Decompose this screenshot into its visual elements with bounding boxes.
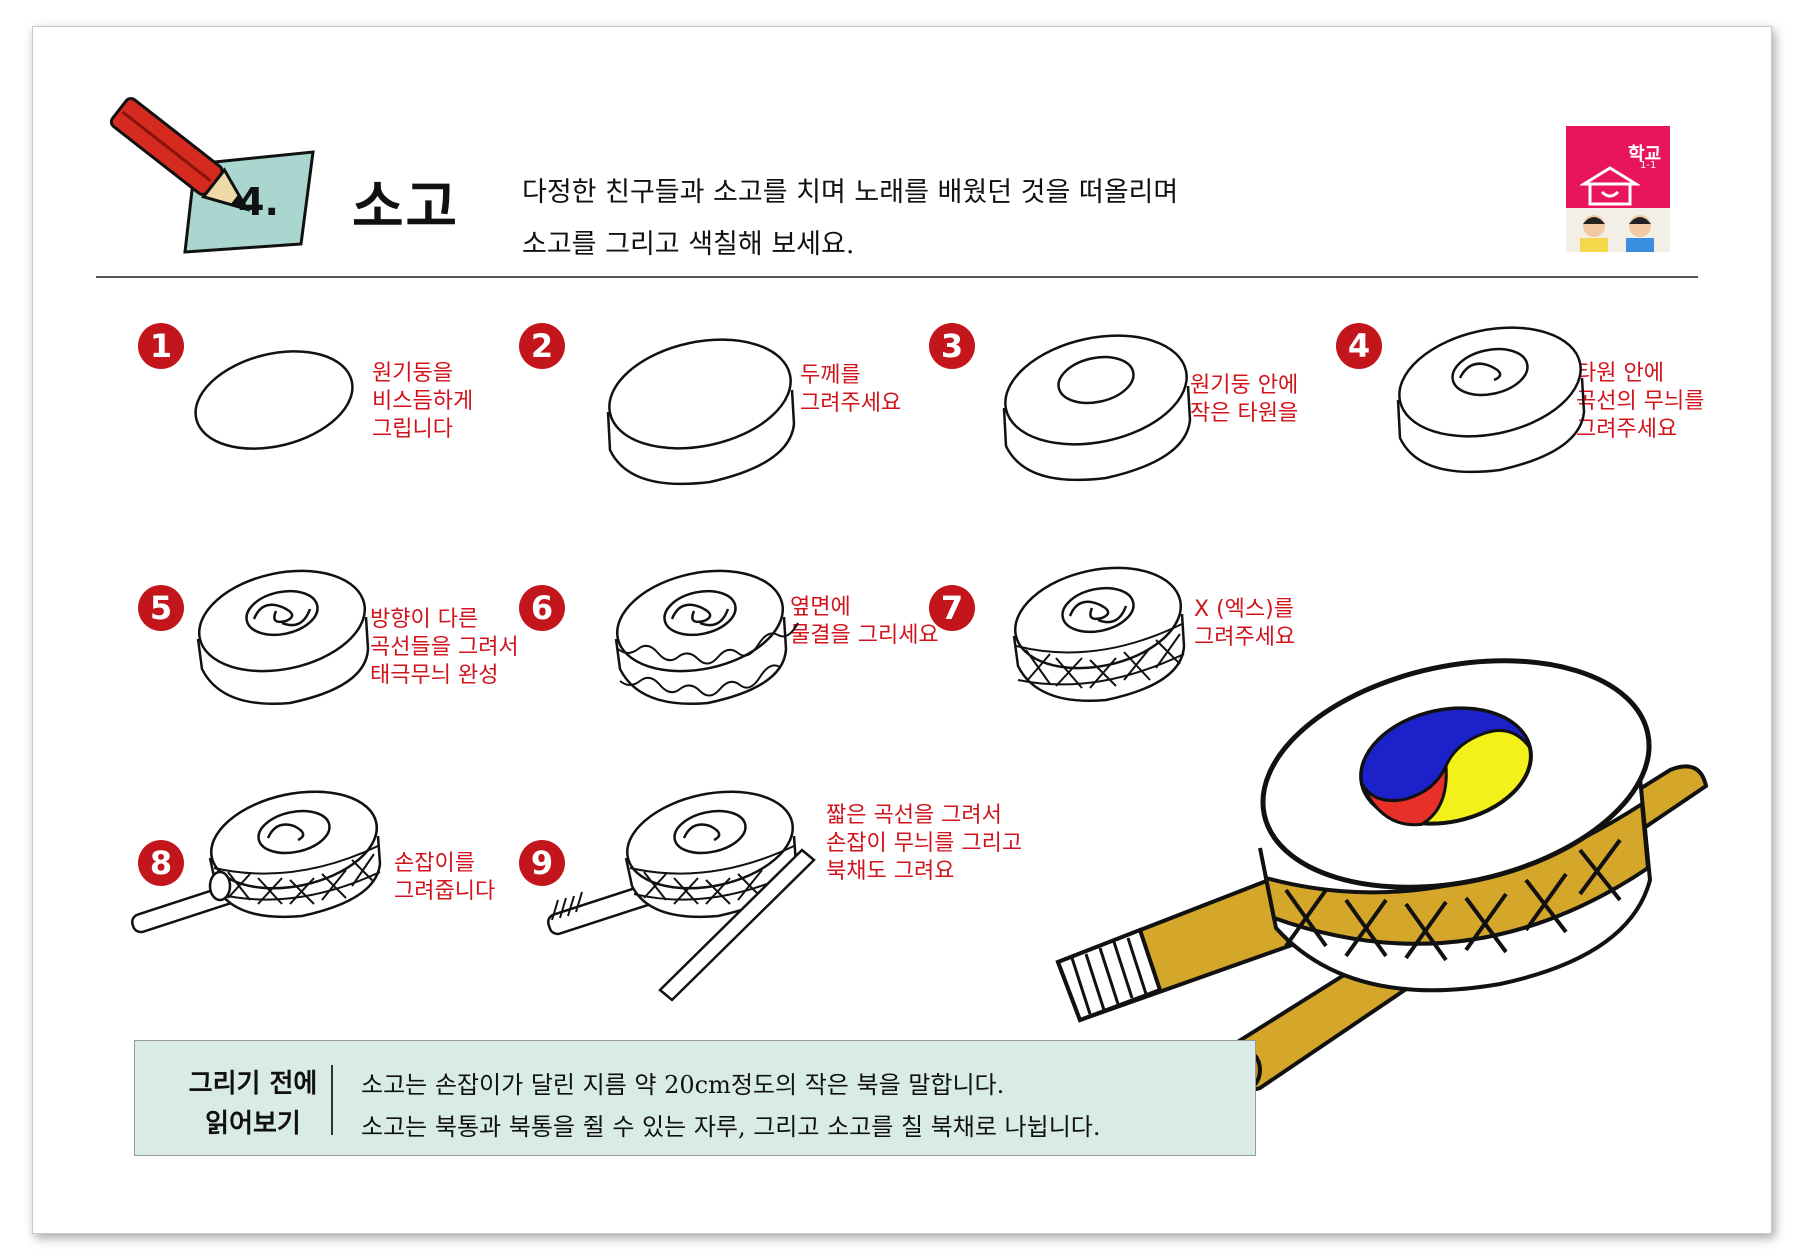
step-3-drawing (1002, 334, 1192, 482)
step-text-3: 원기둥 안에 작은 타원을 (1190, 373, 1299, 426)
step-7-drawing (1012, 566, 1186, 702)
info-label-line-2: 읽어보기 (205, 1109, 301, 1139)
lesson-number: 4. (238, 180, 279, 224)
step-text-6: 옆면에 물결을 그리세요 (790, 595, 939, 648)
step-badge-1: 1 (138, 323, 184, 369)
step-badge-2: 2 (519, 323, 565, 369)
step-badge-5: 5 (138, 585, 184, 631)
instruction-line-2: 소고를 그리고 색칠해 보세요. (522, 229, 855, 260)
colored-sogo-drawing (1055, 658, 1709, 1094)
book-cover-icon: 학교 1-1 (1566, 126, 1670, 252)
info-divider (331, 1065, 333, 1135)
step-1-drawing (194, 350, 354, 450)
step-5-drawing (196, 569, 370, 705)
step-badge-7: 7 (929, 585, 975, 631)
step-text-7: X (엑스)를 그려주세요 (1194, 597, 1296, 650)
book-title: 학교 (1628, 144, 1662, 165)
book-photo (1566, 208, 1670, 252)
step-text-5: 방향이 다른 곡선들을 그려서 태극무늬 완성 (370, 607, 519, 688)
pencil-icon (109, 97, 315, 254)
step-text-9: 짧은 곡선을 그려서 손잡이 무늬를 그리고 북채도 그려요 (826, 803, 1023, 884)
instruction-line-1: 다정한 친구들과 소고를 치며 노래를 배웠던 것을 떠올리며 (522, 177, 1179, 208)
step-2-drawing (606, 338, 796, 486)
step-badge-9: 9 (519, 840, 565, 886)
header-divider (96, 276, 1698, 278)
info-line-2: 소고는 북통과 북통을 쥘 수 있는 자루, 그리고 소고를 칠 북채로 나뉩니… (361, 1113, 1101, 1141)
info-label-line-1: 그리기 전에 (188, 1069, 318, 1099)
step-badge-8: 8 (138, 840, 184, 886)
step-badge-6: 6 (519, 585, 565, 631)
page-title: 소고 (352, 175, 460, 240)
step-text-1: 원기둥을 비스듬하게 그립니다 (372, 361, 474, 442)
info-line-1: 소고는 손잡이가 달린 지름 약 20cm정도의 작은 북을 말합니다. (361, 1071, 1005, 1099)
step-badge-4: 4 (1336, 323, 1382, 369)
step-badge-3: 3 (929, 323, 975, 369)
step-6-drawing (614, 569, 799, 705)
step-9-drawing (546, 790, 816, 1002)
book-subtitle: 1-1 (1640, 160, 1657, 171)
step-text-4: 타원 안에 곡선의 무늬를 그려주세요 (1576, 361, 1705, 442)
info-box: 그리기 전에 읽어보기 소고는 손잡이가 달린 지름 약 20cm정도의 작은 … (134, 1040, 1256, 1156)
step-text-2: 두께를 그려주세요 (800, 363, 902, 416)
step-text-8: 손잡이를 그려줍니다 (394, 851, 496, 904)
step-8-drawing (130, 790, 382, 934)
step-4-drawing (1396, 326, 1586, 474)
